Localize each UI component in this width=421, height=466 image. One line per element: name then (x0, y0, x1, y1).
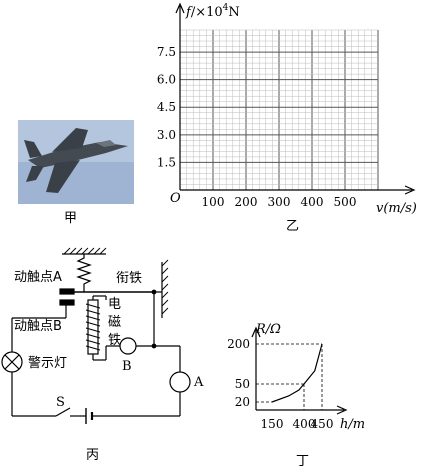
label-electromagnet-1: 电 (108, 297, 121, 312)
chart-ding-y-arrow-icon (251, 326, 261, 338)
switch-s-icon (55, 407, 71, 417)
chart-ding-curve (271, 343, 323, 403)
chart-yi-origin: O (170, 191, 181, 206)
label-contact-b: 动触点B (14, 319, 62, 334)
wall-hatch (161, 259, 169, 315)
chart-yi-y-tick-label: 3.0 (157, 128, 176, 142)
chart-yi-y-arrow-icon (175, 2, 185, 14)
chart-ding-y-tick-label: 50 (235, 377, 250, 391)
chart-yi-x-tick-label: 400 (301, 195, 324, 209)
label-armature: 衔铁 (116, 271, 142, 286)
label-warning-lamp: 警示灯 (28, 355, 67, 371)
label-switch-s: S (56, 395, 65, 410)
chart-yi-y-ticks: 1.5 3.0 4.5 6.0 7.5 (157, 45, 176, 169)
caption-ding: 丁 (296, 454, 309, 466)
chart-ding-x-arrow-icon (336, 405, 348, 415)
spring-support-hatch (63, 247, 107, 255)
caption-jia: 甲 (64, 211, 77, 226)
chart-yi-x-tick-label: 100 (202, 195, 225, 209)
electromagnet-coil (85, 303, 101, 351)
chart-yi-x-tick-label: 300 (268, 195, 291, 209)
chart-yi-grid (179, 29, 379, 191)
junction-top-dot (151, 289, 157, 295)
chart-ding-y-tick-label: 20 (235, 395, 250, 409)
chart-yi-x-ticks: 100 200 300 400 500 (202, 195, 357, 209)
chart-yi-x-arrow-icon (404, 185, 416, 195)
label-electromagnet-2: 磁 (108, 315, 121, 330)
caption-bing: 丙 (86, 448, 99, 463)
circuit-bing (1, 247, 191, 424)
chart-ding-y-ticks: 20 50 200 (227, 337, 250, 409)
chart-yi-x-tick-label: 200 (235, 195, 258, 209)
electromagnet-core (87, 299, 99, 355)
chart-yi-y-tick-label: 7.5 (157, 45, 176, 59)
chart-yi-x-tick-label: 500 (334, 195, 357, 209)
caption-yi: 乙 (286, 219, 299, 234)
label-electromagnet-3: 铁 (108, 333, 121, 348)
chart-yi-y-label: f/×104N (185, 3, 240, 20)
label-contact-a: 动触点A (14, 270, 62, 285)
spring (76, 254, 92, 292)
aircraft-photo (18, 120, 134, 204)
chart-yi-y-tick-label: 4.5 (157, 100, 176, 114)
chart-ding-y-tick-label: 200 (227, 337, 250, 351)
meter-a-icon (169, 371, 191, 393)
chart-yi-y-tick-label: 1.5 (157, 155, 176, 169)
label-meter-a: A (193, 375, 204, 390)
chart-ding-x-tick-label: 150 (261, 417, 284, 431)
chart-yi-x-label: v(m/s) (376, 201, 417, 216)
chart-ding-y-label: R/Ω (255, 322, 281, 337)
chart-yi-y-tick-label: 6.0 (157, 73, 176, 87)
contact-b-block (59, 299, 75, 306)
chart-ding-x-tick-label: 450 (311, 417, 334, 431)
chart-ding-x-label: h/m (340, 417, 365, 432)
chart-ding-guides (256, 343, 323, 410)
meter-b-icon (119, 337, 137, 355)
label-meter-b: B (122, 359, 132, 374)
contact-a-block (59, 288, 75, 295)
chart-ding-x-tick-label: 400 (293, 417, 316, 431)
